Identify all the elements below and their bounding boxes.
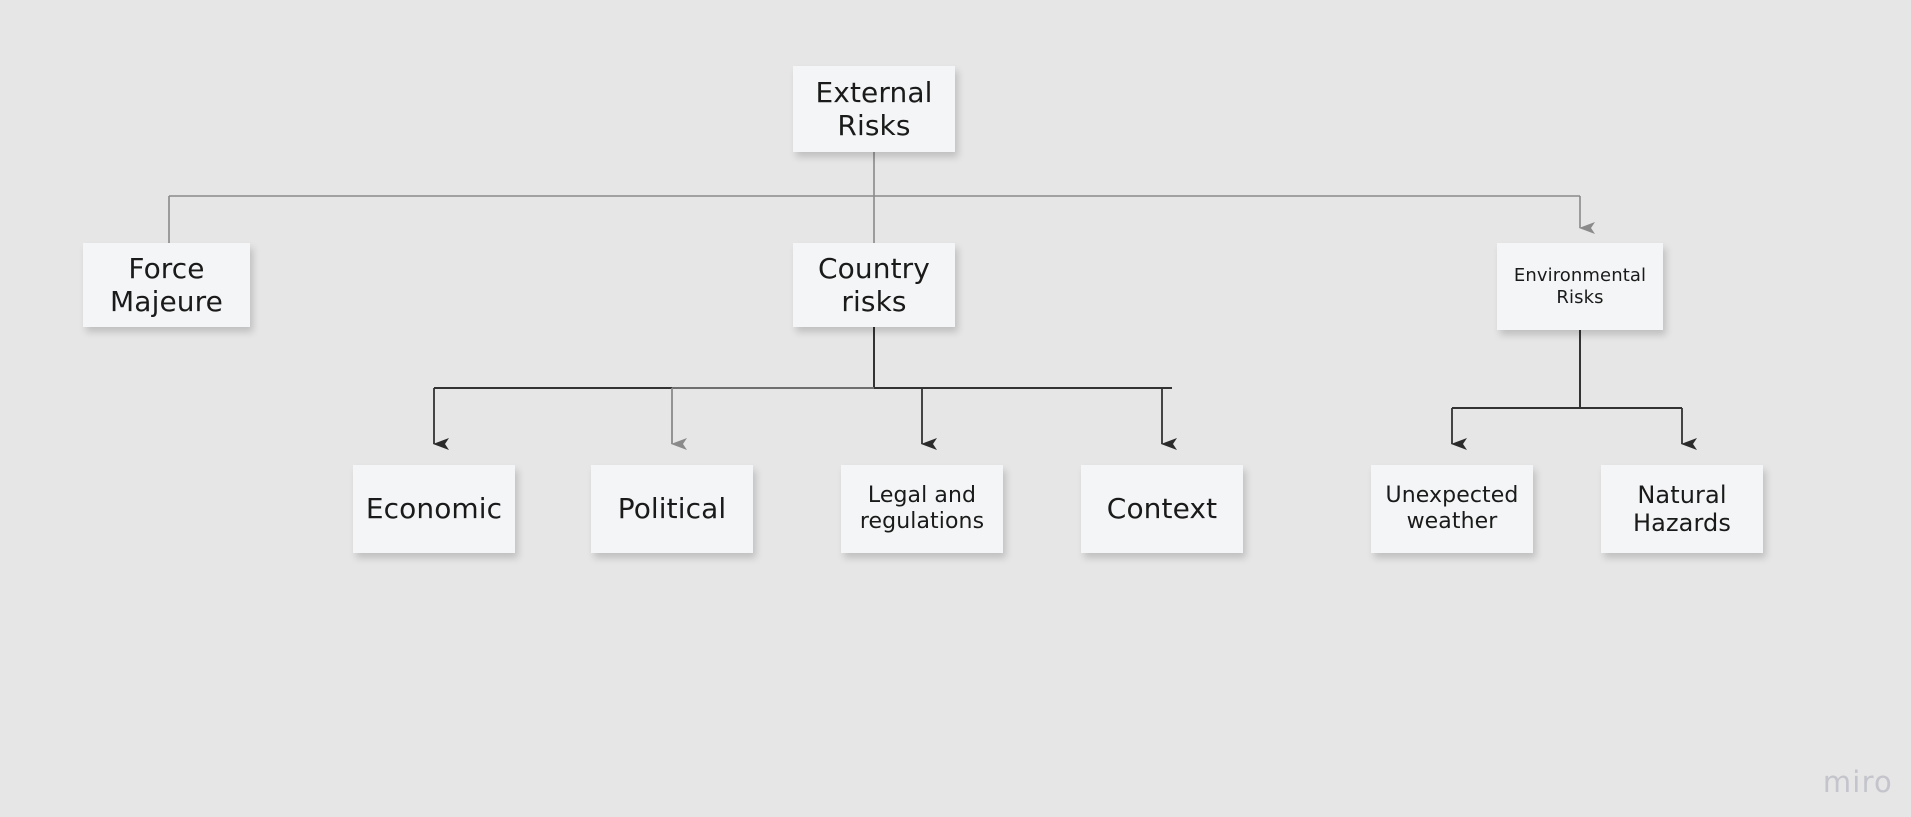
- edge-country-risks-trunk: [434, 327, 1172, 389]
- node-natural-hazards[interactable]: Natural Hazards: [1601, 465, 1763, 553]
- miro-watermark: miro: [1822, 765, 1893, 799]
- node-unexpected-weather[interactable]: Unexpected weather: [1371, 465, 1533, 553]
- node-economic[interactable]: Economic: [353, 465, 515, 553]
- node-political[interactable]: Political: [591, 465, 753, 553]
- node-external-risks[interactable]: External Risks: [793, 66, 955, 152]
- node-country-risks[interactable]: Country risks: [793, 243, 955, 327]
- node-force-majeure[interactable]: Force Majeure: [83, 243, 250, 327]
- node-legal-and-regulations[interactable]: Legal and regulations: [841, 465, 1003, 553]
- edge-external-risks-trunk: [169, 151, 1580, 197]
- node-context[interactable]: Context: [1081, 465, 1243, 553]
- edge-environmental-risks-trunk: [1452, 330, 1682, 409]
- node-environmental-risks[interactable]: Environmental Risks: [1497, 243, 1663, 330]
